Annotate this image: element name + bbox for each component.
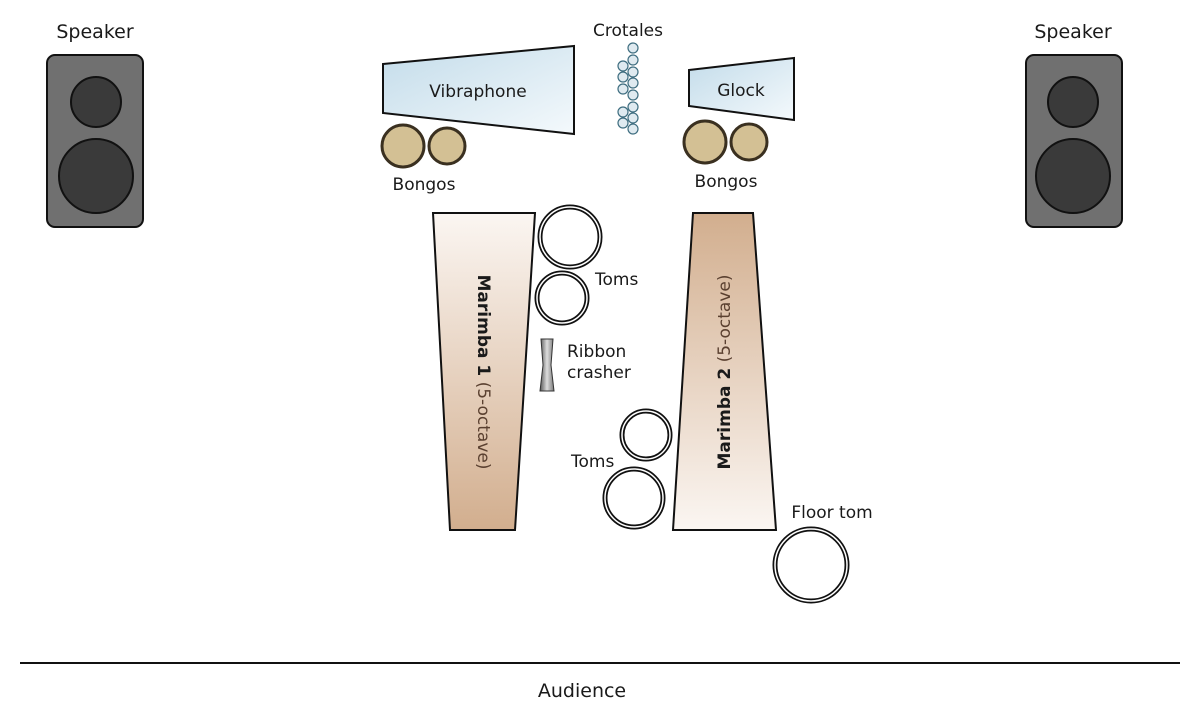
bongos-left: Bongos <box>380 123 467 195</box>
marimba-1-label: Marimba 1 (5-octave) <box>473 275 493 470</box>
bongos-label: Bongos <box>695 172 758 192</box>
ribbon-crasher-label: crasher <box>567 363 631 383</box>
speaker-left: Speaker <box>46 21 144 228</box>
toms-lower <box>602 408 673 530</box>
ribbon-crasher-label: Ribbon <box>567 342 626 362</box>
toms-upper <box>534 204 603 326</box>
speaker-label: Speaker <box>56 21 133 43</box>
marimba-1: Marimba 1 (5-octave) <box>431 212 537 531</box>
audience-label: Audience <box>538 680 626 702</box>
crotales-label: Crotales <box>593 21 663 41</box>
toms-label: Toms <box>570 452 614 472</box>
speaker-right: Speaker <box>1025 21 1123 228</box>
bongos-right: Bongos <box>682 119 769 192</box>
bongos-label: Bongos <box>393 175 456 195</box>
vibraphone: Vibraphone <box>382 44 575 136</box>
floor-tom-label: Floor tom <box>791 503 872 523</box>
speaker-label: Speaker <box>1034 21 1111 43</box>
ribbon-crasher: Ribbon crasher <box>539 338 631 392</box>
toms-label: Toms <box>594 270 638 290</box>
marimba-2-label: Marimba 2 (5-octave) <box>715 275 735 470</box>
floor-tom: Floor tom <box>772 503 873 604</box>
crotales: Crotales <box>593 21 663 135</box>
marimba-2: Marimba 2 (5-octave) <box>671 212 778 531</box>
vibraphone-label: Vibraphone <box>429 82 526 102</box>
glock-label: Glock <box>717 81 765 101</box>
glockenspiel: Glock <box>688 56 795 122</box>
